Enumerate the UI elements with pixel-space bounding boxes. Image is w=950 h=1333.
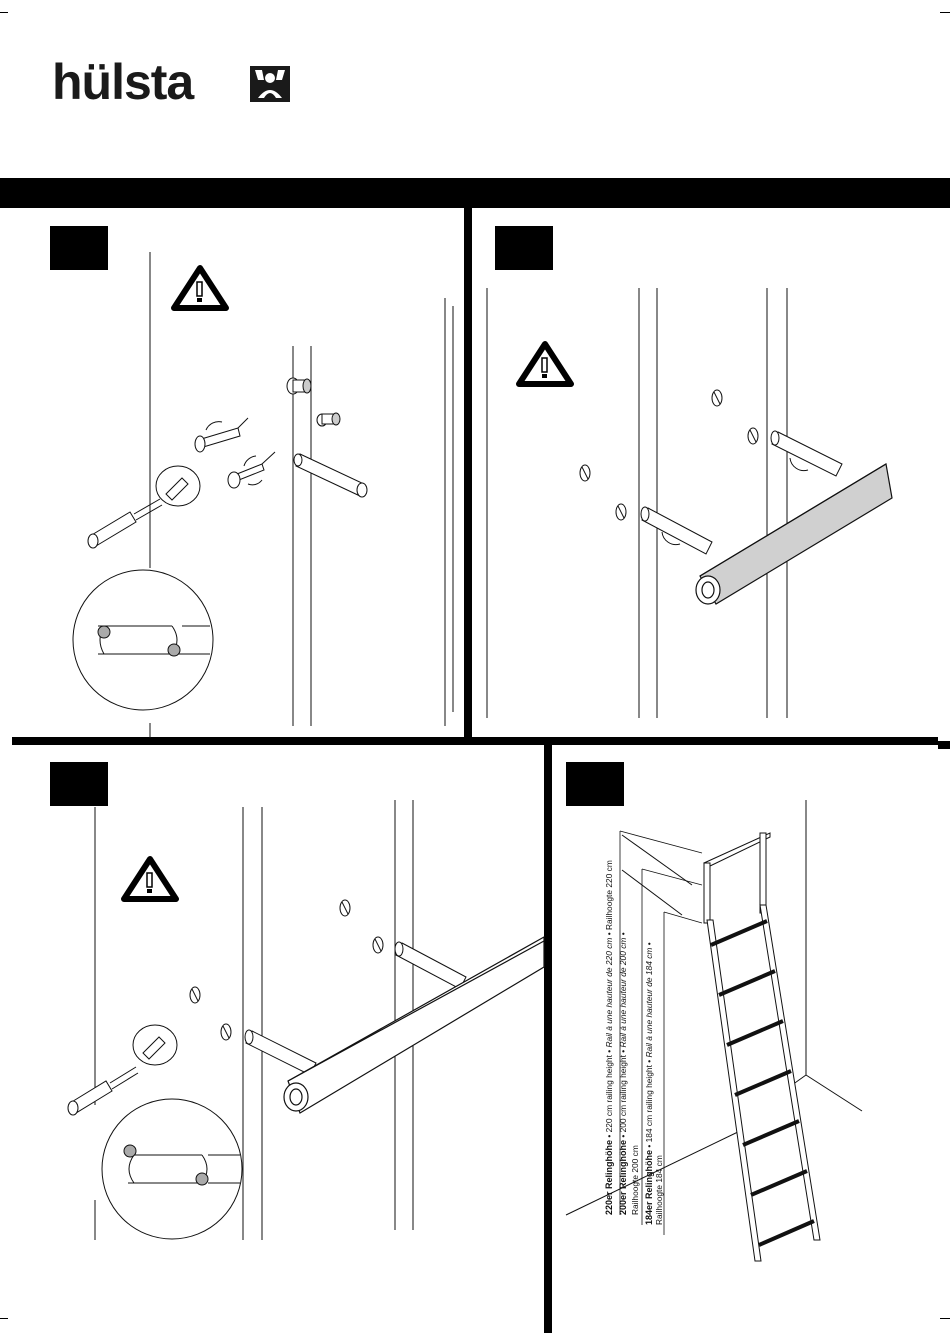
height-label-184: 184er Relinghöhe • 184 cm railing height… xyxy=(644,942,654,1225)
svg-text:220er Relinghöhe • 220 cm rail: 220er Relinghöhe • 220 cm railing height… xyxy=(604,860,614,1215)
panel-4-diagram: 220er Relinghöhe • 220 cm railing height… xyxy=(552,745,950,1333)
divider-horizontal xyxy=(12,737,938,745)
warning-triangle-icon xyxy=(124,859,176,899)
panel-3-diagram xyxy=(0,745,544,1333)
height-label-200: 200er Relinghöhe • 200 cm railing height… xyxy=(618,932,628,1215)
svg-text:200er Relinghöhe • 200 cm rail: 200er Relinghöhe • 200 cm railing height… xyxy=(618,932,628,1215)
height-label-220: 220er Relinghöhe • 220 cm railing height… xyxy=(604,860,614,1215)
warning-triangle-icon xyxy=(519,344,571,384)
crop-mark-top-left xyxy=(0,12,8,13)
crop-mark-top-right xyxy=(940,12,950,13)
svg-text:184er Relinghöhe • 184 cm rail: 184er Relinghöhe • 184 cm railing height… xyxy=(644,942,654,1225)
panel-2-diagram xyxy=(472,208,950,738)
height-label-184-nl: Railhoogte 184 cm xyxy=(654,1155,664,1225)
divider-vertical-bottom xyxy=(544,745,552,1333)
panel-1-diagram xyxy=(0,208,464,738)
header-bar xyxy=(0,178,950,208)
warning-triangle-icon xyxy=(174,268,226,308)
rail xyxy=(696,464,892,604)
height-label-200-nl: Railhoogte 200 cm xyxy=(630,1145,640,1215)
svg-text:Railhoogte 184 cm: Railhoogte 184 cm xyxy=(654,1155,664,1225)
divider-vertical-top xyxy=(464,205,472,737)
svg-text:Railhoogte 200 cm: Railhoogte 200 cm xyxy=(630,1145,640,1215)
brand-logo-text: hülsta xyxy=(52,52,193,112)
ladder xyxy=(704,833,820,1261)
brand-emblem-icon xyxy=(250,66,290,102)
